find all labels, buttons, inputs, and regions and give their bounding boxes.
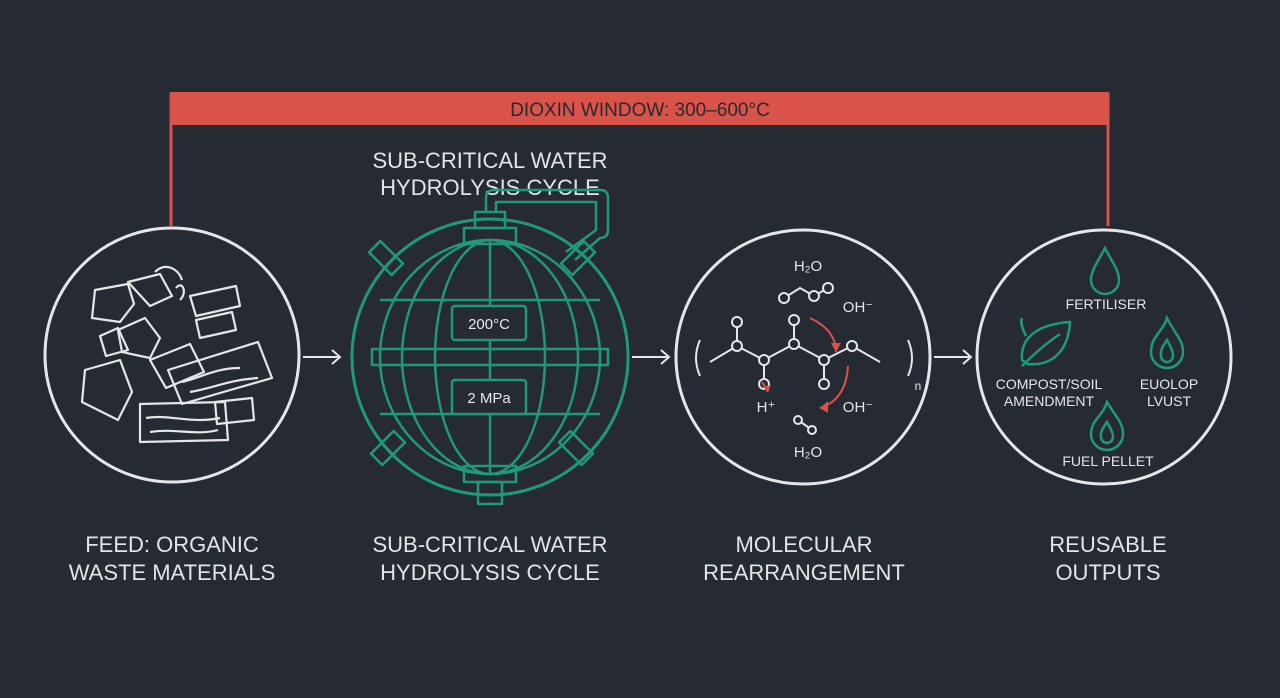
fuel-pellet-label: FUEL PELLET <box>1062 453 1154 469</box>
compost-label-line1: COMPOST/SOIL <box>996 376 1103 392</box>
outputs-circle <box>975 228 1233 486</box>
temperature-box <box>450 304 528 342</box>
pressure-box <box>450 378 528 416</box>
hydroxide-bottom-label: OH⁻ <box>843 399 873 416</box>
hydrolysis-vessel <box>350 188 630 506</box>
pressure-readout: 2 MPa <box>467 390 511 407</box>
polymer-chain <box>695 286 913 431</box>
fuel-label-line1: EUOLOP <box>1140 376 1198 392</box>
flame-icon-bottom <box>1089 398 1125 452</box>
step-1-caption-line2: WASTE MATERIALS <box>69 560 276 585</box>
step-2-caption-line2: HYDROLYSIS CYCLE <box>380 560 600 585</box>
fertiliser-label: FERTILISER <box>1066 296 1147 312</box>
organic-waste-circle <box>43 226 301 484</box>
step-4-caption-line2: OUTPUTS <box>1055 560 1160 585</box>
dioxin-window-label: DIOXIN WINDOW: 300–600°C <box>510 100 770 121</box>
water-bottom-label: H₂O <box>794 444 822 461</box>
step-3-caption-line1: MOLECULAR <box>736 532 873 557</box>
leaf-icon <box>1019 317 1072 367</box>
hydrogen-ion-label: H⁺ <box>757 399 776 416</box>
flow-arrow-1 <box>303 349 342 365</box>
step-1-caption-line1: FEED: ORGANIC <box>85 532 259 557</box>
vessel-title-line2: HYDROLYSIS CYCLE <box>380 175 600 200</box>
waste-debris-icon <box>80 265 274 444</box>
temperature-readout: 200°C <box>468 316 510 333</box>
molecule-circle <box>674 228 932 486</box>
flame-icon-right <box>1149 314 1185 370</box>
water-top-label: H₂O <box>794 258 822 275</box>
water-drop-icon <box>1089 245 1121 296</box>
compost-label-line2: AMENDMENT <box>1004 393 1095 409</box>
flow-arrow-2 <box>632 349 671 365</box>
vessel-title-line1: SUB-CRITICAL WATER <box>372 148 607 173</box>
repeat-subscript: n <box>915 379 922 393</box>
dioxin-window-banner: DIOXIN WINDOW: 300–600°C <box>169 92 1110 226</box>
fuel-label-line2: LVUST <box>1147 393 1192 409</box>
reaction-arrows <box>761 317 849 409</box>
atom-nodes <box>731 282 858 435</box>
step-3-caption-line2: REARRANGEMENT <box>703 560 905 585</box>
hydroxide-top-label: OH⁻ <box>843 299 873 316</box>
flow-arrow-3 <box>934 349 973 365</box>
step-2-caption-line1: SUB-CRITICAL WATER <box>372 532 607 557</box>
step-4-caption-line1: REUSABLE <box>1049 532 1166 557</box>
